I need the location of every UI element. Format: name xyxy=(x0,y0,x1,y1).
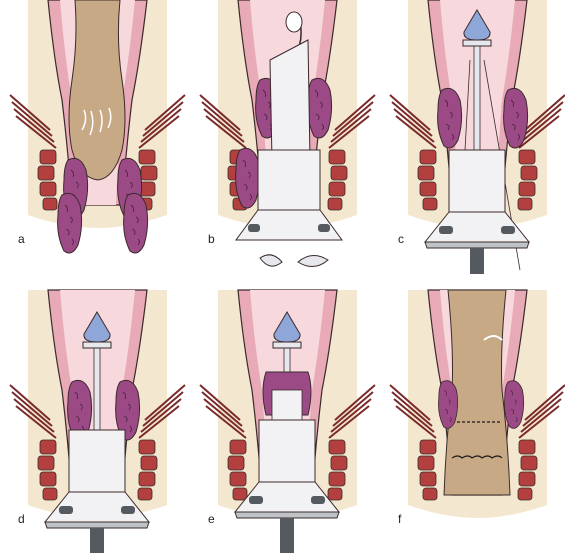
panel-f xyxy=(390,290,565,518)
panel-b xyxy=(200,0,375,267)
panel-d xyxy=(10,290,185,553)
panel-label-b: b xyxy=(208,232,215,246)
panel-label-a: a xyxy=(18,232,25,246)
panel-label-d: d xyxy=(18,512,25,526)
panel-label-f: f xyxy=(398,512,401,526)
panel-label-c: c xyxy=(398,232,404,246)
panel-e xyxy=(200,290,375,553)
panel-c xyxy=(390,0,565,274)
panel-a xyxy=(10,0,185,253)
panel-label-e: e xyxy=(208,512,215,526)
